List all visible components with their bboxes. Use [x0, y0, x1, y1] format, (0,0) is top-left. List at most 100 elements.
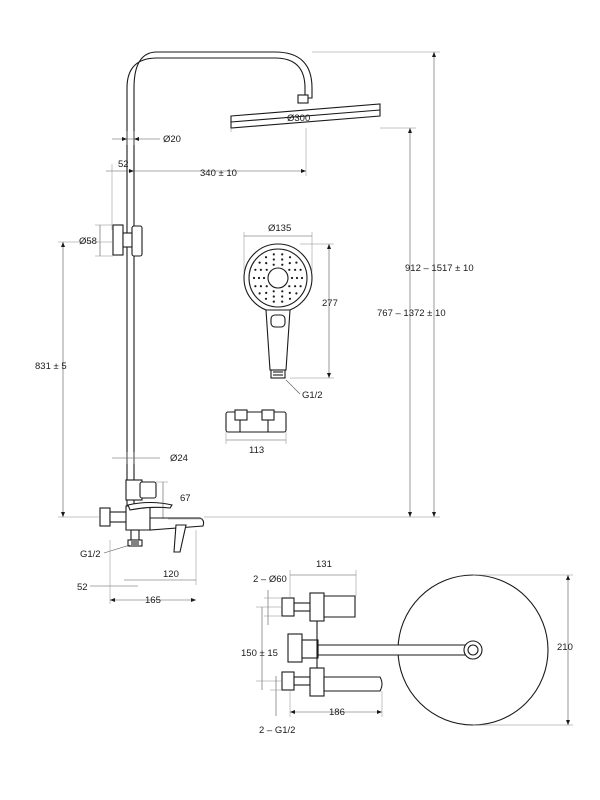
label-holder-width: 113 [249, 445, 264, 456]
shower-column-side-view [99, 51, 381, 553]
nozzle-dot [288, 262, 291, 265]
label-valve-height: 67 [180, 493, 191, 504]
label-hand-thread: G1/2 [302, 390, 323, 401]
nozzle-dot [258, 261, 261, 264]
label-overall-depth: 165 [145, 595, 161, 606]
nozzle-dot [265, 268, 268, 271]
nozzle-dot [281, 258, 284, 261]
arm-joint-plan [463, 640, 483, 660]
label-flange-dia: 2 – Ø60 [253, 574, 287, 585]
nozzle-dot [288, 268, 291, 271]
nozzle-dot [294, 268, 297, 271]
nozzle-dot [264, 256, 268, 259]
nozzle-dot [254, 268, 257, 271]
slide-clamp [131, 225, 143, 257]
spout-plan [323, 676, 383, 692]
plan-view [281, 574, 549, 726]
flange-top [281, 597, 295, 617]
label-arm-reach: 340 ± 10 [200, 168, 237, 179]
hand-shower-front-view [225, 243, 313, 433]
dimension-lines [58, 51, 573, 726]
label-head-dia: Ø300 [287, 113, 310, 124]
inlet-nipple [130, 529, 140, 541]
nozzle-dot [272, 253, 275, 256]
nozzle-dot [288, 291, 291, 294]
mixer-lever [127, 501, 173, 511]
nozzle-dot [258, 292, 261, 295]
nozzle-dot [272, 263, 275, 266]
nozzle-dot [259, 285, 262, 288]
nozzle-dot [272, 295, 275, 298]
label-inlet-thread: G1/2 [80, 549, 101, 560]
nozzle-dot [295, 261, 298, 264]
nozzle-dot [272, 258, 275, 261]
hand-shower-button [270, 314, 286, 328]
nozzle-dot [281, 263, 284, 266]
holder-jaw-right [261, 409, 275, 421]
label-head-plan-dia: 210 [557, 642, 573, 653]
inlet-thread [127, 539, 143, 547]
nozzle-dot [259, 268, 262, 271]
label-inlet-spacing: 150 ± 15 [241, 648, 278, 659]
nozzle-dot [254, 285, 257, 288]
label-hand-head-dia: Ø135 [268, 223, 291, 234]
nozzle-dot [281, 253, 284, 256]
mixer-plan-base [309, 667, 325, 697]
dimension-labels: Ø20 52 340 ± 10 Ø300 Ø58 831 ± 5 Ø24 67 … [35, 113, 573, 736]
label-inlet-threads: 2 – G1/2 [259, 725, 295, 736]
label-hand-length: 277 [322, 298, 338, 309]
rain-head-edge [230, 109, 381, 123]
mixer-stem [109, 511, 128, 523]
nozzle-dot [290, 276, 294, 280]
nozzle-dot [288, 285, 291, 288]
diverter-knob [139, 481, 157, 499]
nozzle-dot [264, 297, 268, 300]
nozzle-dot [265, 285, 268, 288]
nozzle-dot [281, 300, 284, 303]
wall-bracket-flange [112, 224, 124, 256]
label-spout-depth: 120 [163, 569, 179, 580]
spout-lip [173, 524, 187, 553]
nozzle-dot [295, 276, 299, 280]
shower-arm-plan [317, 644, 479, 656]
nozzle-dot [299, 268, 302, 271]
mixer-flange [99, 507, 111, 527]
mixer-plan-lever [323, 595, 356, 618]
holder-jaw-left [234, 409, 248, 421]
label-pipe-low-dia: Ø24 [170, 453, 188, 464]
nozzle-dot [265, 262, 268, 265]
label-rail-height: 831 ± 5 [35, 361, 67, 372]
label-wall-offset: 52 [77, 582, 88, 593]
nozzle-dot [288, 256, 292, 259]
hand-shower-center [267, 267, 289, 289]
nozzle-dot [262, 276, 266, 280]
hand-shower-ring [248, 248, 308, 308]
nozzle-dot [300, 276, 304, 280]
label-pipe-top-dia: Ø20 [163, 134, 181, 145]
diverter-plan [287, 633, 303, 663]
nozzle-dot [299, 285, 302, 288]
nozzle-dot [294, 285, 297, 288]
nozzle-dot [272, 290, 275, 293]
nozzle-dot [265, 291, 268, 294]
hand-shower-nut [270, 369, 286, 379]
label-spout-length: 186 [329, 707, 345, 718]
mixer-plan-body [309, 592, 325, 622]
nozzle-dot [288, 297, 292, 300]
head-connector [297, 94, 309, 104]
label-total-height-a: 912 – 1517 ± 10 [405, 263, 474, 274]
nozzle-dot [257, 276, 261, 280]
flange-bottom [281, 671, 295, 691]
nozzle-dot [281, 290, 284, 293]
bath-spout [149, 517, 205, 531]
label-total-height-b: 767 – 1372 ± 10 [377, 308, 446, 319]
label-flange-spacing: 131 [316, 559, 332, 570]
nozzle-dot [252, 276, 256, 280]
riser-pipe [126, 51, 313, 521]
label-bracket-dia: Ø58 [79, 236, 97, 247]
label-arm-offset: 52 [118, 159, 129, 170]
hand-shower-nozzles [252, 253, 304, 303]
nozzle-dot [272, 300, 275, 303]
nozzle-dot [295, 292, 298, 295]
